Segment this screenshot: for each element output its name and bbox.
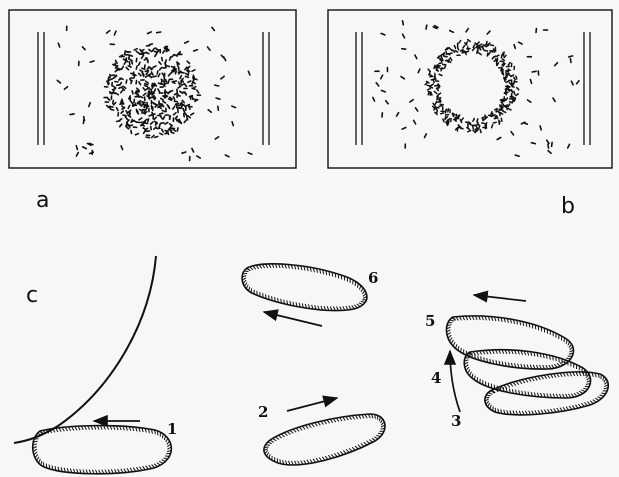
step-label-2: 2: [258, 403, 268, 421]
arrow-right-2: [287, 398, 337, 411]
arrow-left-5: [474, 295, 526, 301]
panel-a: [9, 10, 296, 168]
arrow-left-6: [264, 312, 322, 326]
step-label-1: 1: [167, 420, 177, 438]
panel-b: [328, 10, 612, 168]
step-label-6: 6: [368, 269, 378, 287]
ciliated-cell: [242, 264, 367, 311]
step-label-4: 4: [431, 369, 441, 387]
panel-label-b: b: [561, 194, 575, 219]
ciliated-cell: [33, 426, 172, 474]
arrow-up-4: [450, 351, 460, 412]
cilia: [33, 426, 172, 474]
step-label-5: 5: [425, 312, 435, 330]
cell-ring: [425, 40, 519, 133]
cilia: [242, 264, 367, 311]
cilia: [264, 414, 385, 465]
panel-label-c: c: [26, 283, 38, 308]
step-label-3: 3: [451, 412, 461, 430]
panel-label-a: a: [36, 188, 49, 213]
cell-cluster: [104, 44, 200, 138]
ciliated-cells: [33, 264, 609, 474]
scattered-cells: [373, 21, 579, 156]
